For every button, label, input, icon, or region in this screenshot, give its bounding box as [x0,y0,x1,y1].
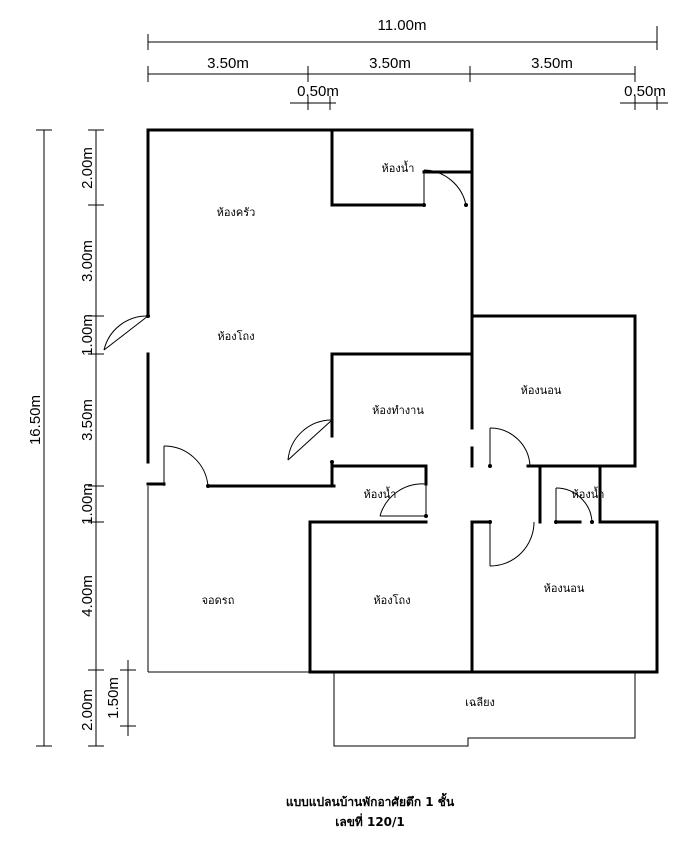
depth-4-00-label: 4.00m [79,575,96,617]
room-office-label: ห้องทำงาน [372,404,424,417]
room-hall-2-label: ห้องโถง [373,593,410,607]
door-bath-mid [379,483,428,518]
door-parking [163,445,210,488]
door-hall-2 [488,520,535,567]
door-bath-right [554,487,594,524]
caption: แบบแปลนบ้านพักอาศัยตึก 1 ชั้น เลขที่ 120… [286,792,455,829]
door-bedroom-1 [488,427,531,468]
room-veranda-label: เฉลียง [465,696,495,709]
depth-3-00-label: 3.00m [79,240,96,282]
depth-2-00-bottom-label: 2.00m [79,689,96,731]
door-office [287,419,334,464]
room-parking-label: จอดรถ [202,594,235,607]
room-bath-right-label: ห้องน้ำ [572,486,605,501]
overall-width-label: 11.00m [378,17,427,34]
walls [146,128,659,674]
overall-depth-label: 16.50m [27,395,44,445]
depth-3-50-label: 3.50m [79,399,96,441]
plan-number: เลขที่ 120/1 [335,813,405,829]
top-dimensions: 11.00m 3.50m 3.50m 3.50m 0.50m 0.50m [147,17,668,110]
depth-1-00-b-label: 1.00m [79,483,96,525]
door-bath-top [422,169,468,207]
room-bedroom-2-label: ห้องนอน [544,582,585,595]
room-bedroom-1-label: ห้องนอน [521,384,562,397]
plan-title: แบบแปลนบ้านพักอาศัยตึก 1 ชั้น [286,792,455,809]
width-segment-2-label: 3.50m [369,55,411,72]
depth-2-00-top-label: 2.00m [79,147,96,189]
room-bath-top-label: ห้องน้ำ [382,160,415,175]
door-entry-left [103,314,150,351]
doors [103,169,594,567]
offset-right-label: 0.50m [624,83,666,100]
width-segment-3-label: 3.50m [531,55,573,72]
room-labels: ห้องครัว ห้องน้ำ ห้องโถง ห้องนอน ห้องทำง… [202,160,605,709]
room-kitchen-label: ห้องครัว [217,206,256,219]
left-dimensions: 16.50m 2.00m 3.00m 1.00m 3.50m 1.00m 4.0… [27,129,136,747]
room-hall-label: ห้องโถง [217,329,254,343]
offset-left-label: 0.50m [297,83,339,100]
width-segment-1-label: 3.50m [207,55,249,72]
depth-1-00-a-label: 1.00m [79,314,96,356]
depth-1-50-label: 1.50m [105,677,122,719]
thin-outlines [147,486,636,747]
room-bath-mid-label: ห้องน้ำ [364,486,397,501]
